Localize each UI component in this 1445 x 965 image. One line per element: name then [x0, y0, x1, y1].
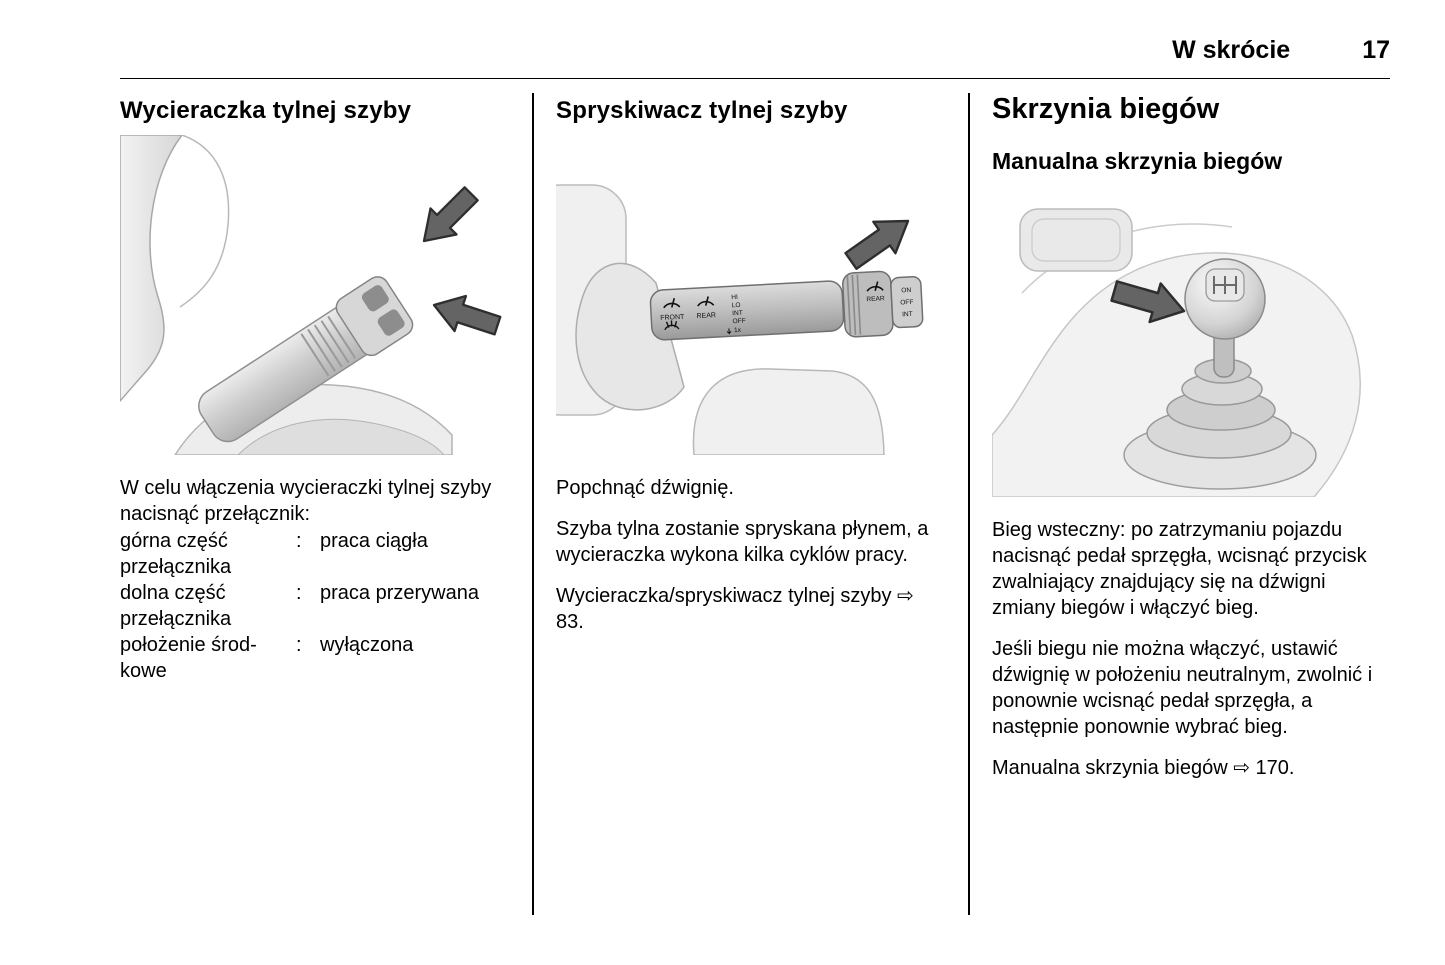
header-rule	[120, 78, 1390, 79]
label-collar-int: INT	[902, 311, 913, 319]
wiper-stalk	[198, 276, 414, 443]
label-rear: REAR	[696, 312, 716, 320]
content-columns: Wycieraczka tylnej szyby	[120, 79, 1390, 915]
column-divider	[968, 93, 970, 915]
label-lo: LO	[732, 302, 741, 309]
figure-washer-stalk: FRONT REAR HI LO INT OFF	[556, 135, 946, 455]
table-definition: praca przerywana	[320, 582, 479, 604]
table-colon: :	[296, 582, 302, 604]
table-definition: wyłączona	[320, 634, 414, 656]
label-front: FRONT	[660, 314, 685, 322]
washer-paragraph: Szyba tylna zostanie spryskana płynem, a…	[556, 518, 929, 566]
column-rear-washer: Spryskiwacz tylnej szyby	[556, 79, 946, 909]
washer-stalk-lever: FRONT REAR HI LO INT OFF	[649, 270, 924, 341]
washer-paragraph: Popchnąć dźwignię.	[556, 477, 734, 499]
label-off: OFF	[732, 318, 746, 326]
figure-gear-lever	[992, 197, 1390, 497]
label-int: INT	[732, 310, 743, 318]
rear-wiper-intro: W celu włączenia wycieraczki tylnej szyb…	[120, 477, 492, 525]
washer-stalk-illustration: FRONT REAR HI LO INT OFF	[556, 184, 924, 455]
press-lower-arrow-icon	[427, 286, 505, 345]
washer-spray-icon	[664, 320, 680, 331]
label-once: 1x	[734, 327, 742, 334]
label-collar-off: OFF	[900, 299, 914, 307]
table-term: położenie środ­kowe	[120, 634, 257, 682]
heading-rear-wiper: Wycieraczka tylnej szyby	[120, 97, 412, 124]
column-gearbox: Skrzynia biegów Manualna skrzynia biegów	[992, 79, 1390, 909]
switch-position-table: górna część przełącznika : praca ciągła …	[120, 528, 510, 684]
page-number: 17	[1362, 36, 1390, 64]
press-upper-arrow-icon	[409, 179, 486, 256]
table-colon: :	[296, 530, 302, 552]
section-title: W skrócie	[1172, 36, 1291, 64]
table-term: górna część przełącznika	[120, 530, 232, 578]
heading-gearbox: Skrzynia biegów	[992, 93, 1220, 125]
rear-wiper-stalk-illustration	[120, 135, 505, 455]
table-term: dolna część przełącznika	[120, 582, 232, 630]
subheading-manual-gearbox: Manualna skrzynia biegów	[992, 148, 1283, 174]
heading-rear-washer: Spryskiwacz tylnej szyby	[556, 97, 848, 124]
gear-boot	[1123, 358, 1317, 490]
label-collar-rear: REAR	[866, 295, 885, 303]
gear-lever-illustration	[992, 208, 1361, 497]
column-divider	[532, 93, 534, 915]
column-rear-wiper: Wycieraczka tylnej szyby	[120, 79, 510, 909]
table-colon: :	[296, 634, 302, 656]
push-arrow-icon	[838, 204, 921, 278]
washer-cross-reference: Wycieraczka/spryskiwacz tylnej szyby ⇨ 8…	[556, 585, 914, 633]
label-hi: HI	[731, 294, 738, 301]
shift-pattern-icon	[1213, 276, 1237, 294]
label-collar-on: ON	[901, 287, 911, 295]
table-definition: praca ciągła	[320, 530, 428, 552]
gearbox-paragraph: Jeśli biegu nie można włączyć, ustawić d…	[992, 638, 1373, 738]
gearbox-paragraph: Bieg wsteczny: po zatrzymaniu pojazdu na…	[992, 519, 1367, 619]
figure-rear-wiper-stalk	[120, 135, 510, 455]
gearbox-cross-reference: Manualna skrzynia biegów ⇨ 170.	[992, 757, 1295, 779]
page-header: W skrócie 17	[120, 36, 1390, 78]
